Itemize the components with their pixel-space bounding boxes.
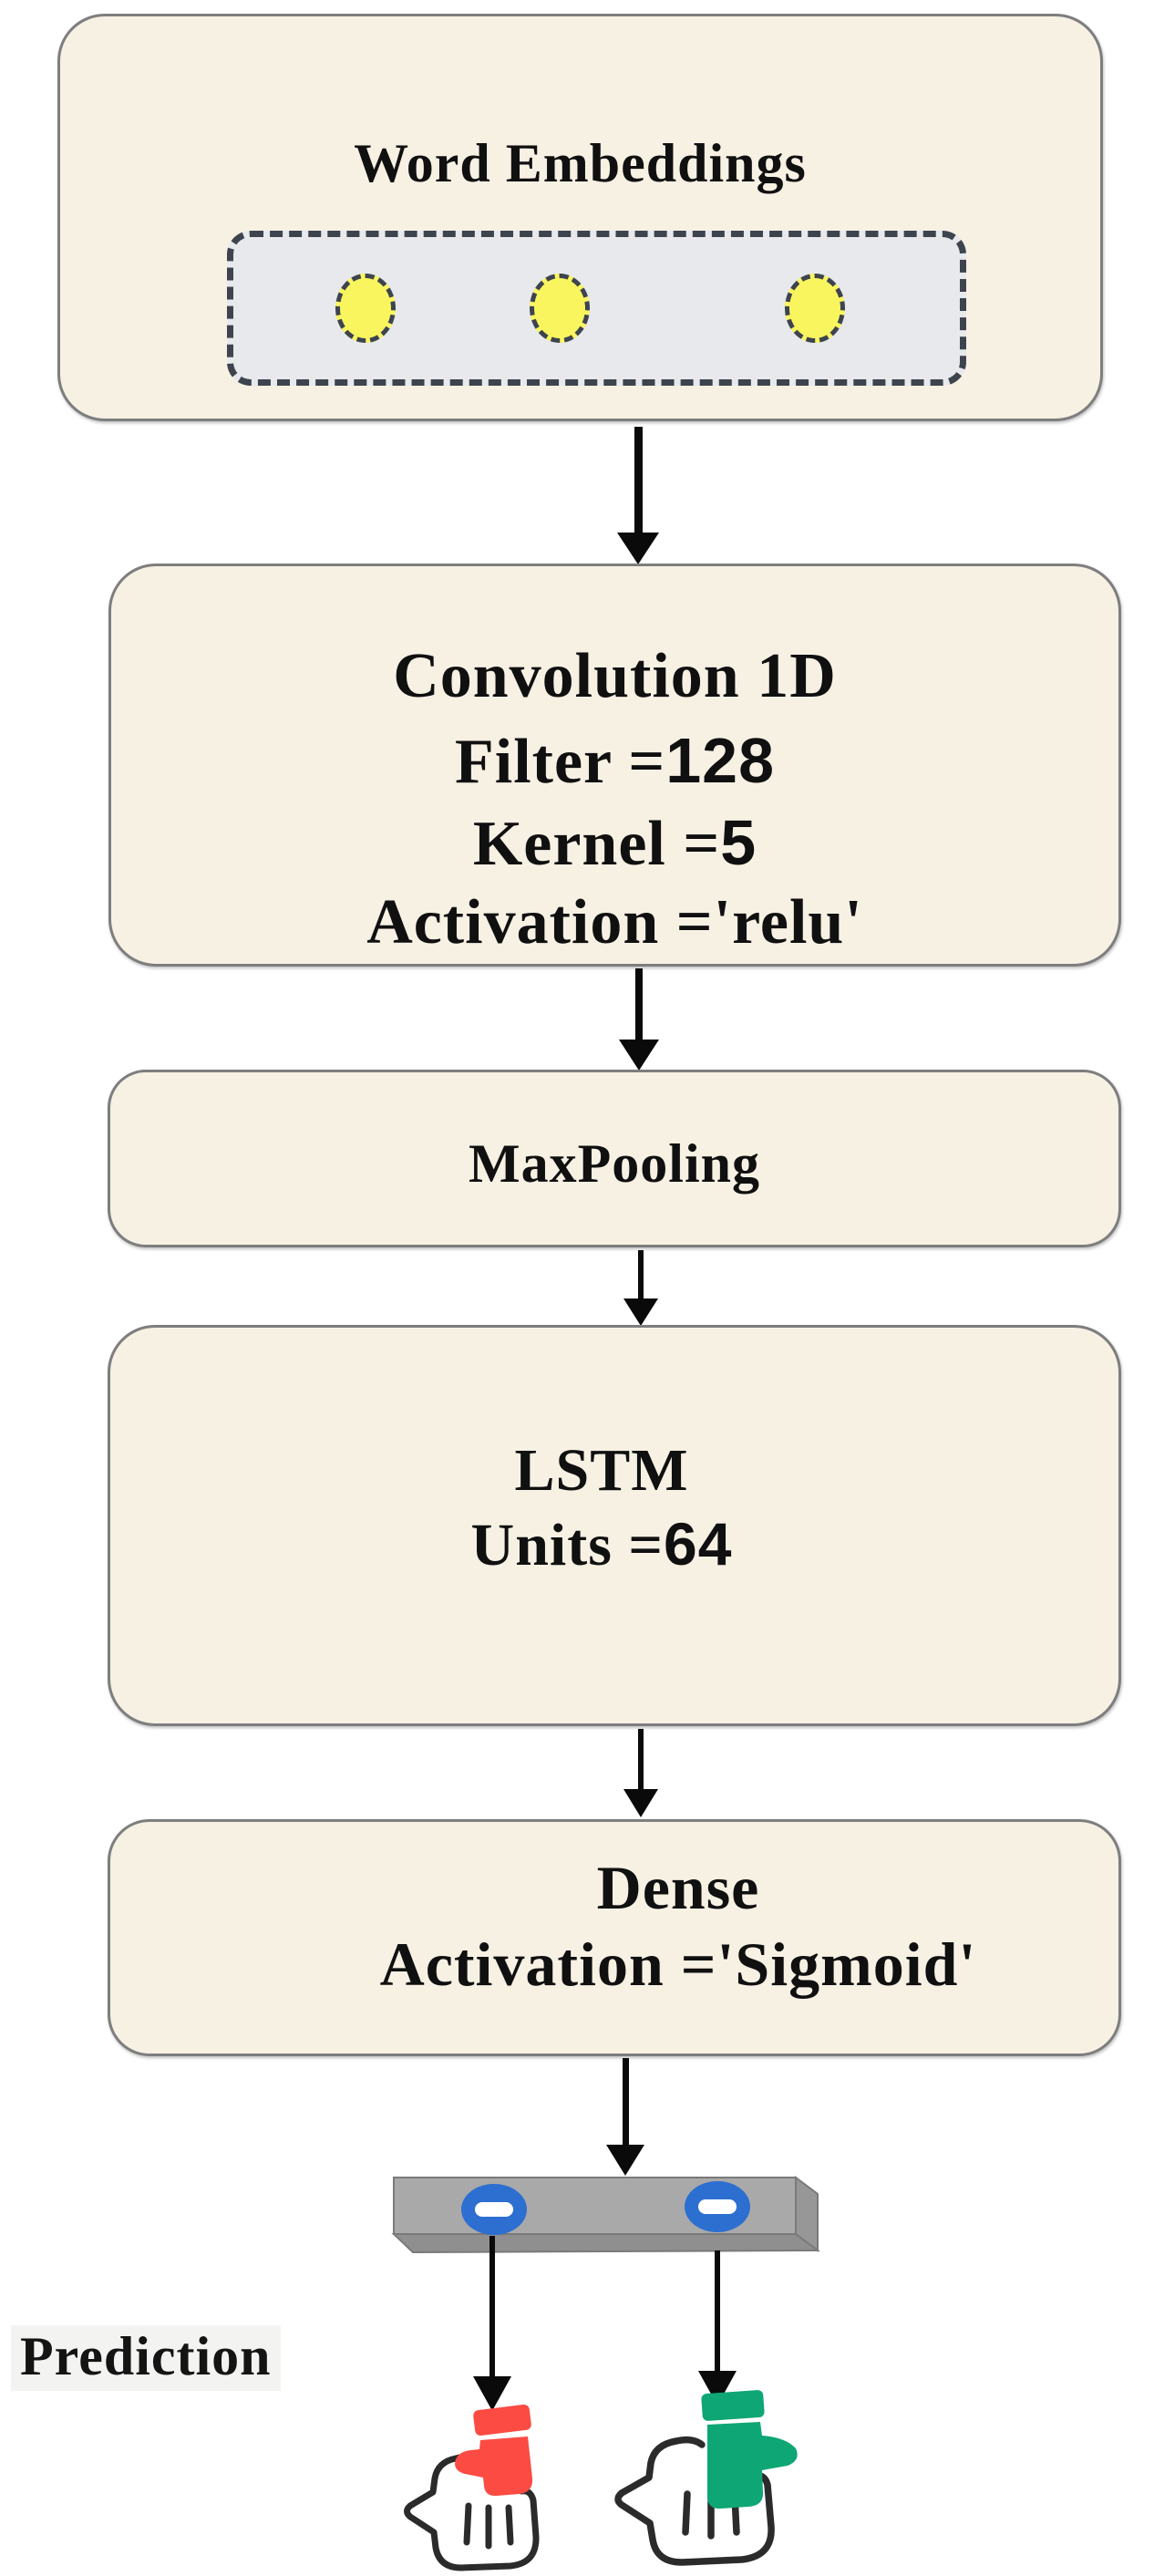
conv1d-activation-line: Activation ='relu' xyxy=(366,887,863,957)
embedding-strip xyxy=(227,231,966,386)
output-bar-bottom-face xyxy=(391,2233,820,2254)
node-lstm: LSTM Units =64 xyxy=(108,1325,1121,1726)
output-node-icon xyxy=(461,2184,527,2235)
word-embeddings-title: Word Embeddings xyxy=(354,133,807,193)
dense-title: Dense xyxy=(596,1853,760,1922)
output-bar xyxy=(391,2176,820,2254)
prediction-label: Prediction xyxy=(11,2325,281,2391)
lstm-units-label: Units = xyxy=(470,1512,665,1578)
output-node-icon xyxy=(685,2181,750,2232)
lstm-units-line: Units =64 xyxy=(98,1514,1106,1576)
conv1d-filter-label: Filter = xyxy=(454,727,666,797)
conv1d-kernel-line: Kernel =5 xyxy=(111,811,1118,876)
conv1d-kernel-label: Kernel = xyxy=(472,809,721,879)
lstm-title: LSTM xyxy=(514,1437,689,1504)
conv1d-filter-line: Filter =128 xyxy=(111,729,1118,794)
red-thumb xyxy=(455,2405,533,2497)
node-conv1d: Convolution 1D Filter =128 Kernel =5 Act… xyxy=(108,564,1121,967)
hand-fingers xyxy=(463,2502,514,2550)
conv1d-title: Convolution 1D xyxy=(393,641,837,711)
maxpooling-title: MaxPooling xyxy=(469,1133,760,1194)
embedding-dot-icon xyxy=(785,274,845,343)
dense-activation-line: Activation ='Sigmoid' xyxy=(379,1929,977,1999)
lstm-units-value: 64 xyxy=(664,1510,733,1578)
conv1d-kernel-value: 5 xyxy=(720,807,757,878)
node-word-embeddings: Word Embeddings xyxy=(57,14,1103,421)
thumbs-up-icon xyxy=(614,2390,798,2566)
green-thumb xyxy=(701,2390,798,2509)
node-dense: Dense Activation ='Sigmoid' xyxy=(108,1819,1121,2056)
embedding-dot-icon xyxy=(335,274,396,343)
thumbs-down-icon xyxy=(404,2405,540,2571)
node-maxpooling: MaxPooling xyxy=(108,1070,1121,1247)
embedding-dot-icon xyxy=(530,274,590,343)
conv1d-filter-value: 128 xyxy=(665,725,776,796)
